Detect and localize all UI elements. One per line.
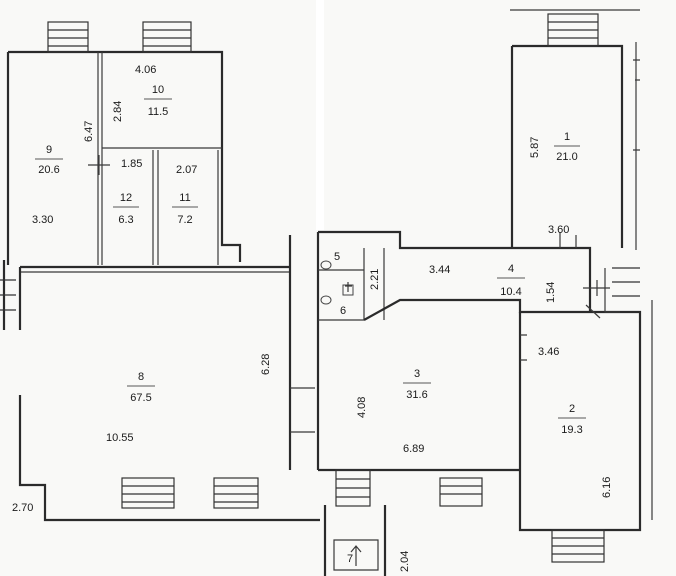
door-room1 — [559, 232, 577, 248]
svg-text:10: 10 — [152, 84, 164, 96]
dim-10-55: 10.55 — [106, 432, 134, 444]
svg-text:31.6: 31.6 — [406, 389, 427, 401]
dim-3-60: 3.60 — [548, 224, 569, 236]
svg-text:11: 11 — [179, 192, 190, 204]
stair-east — [612, 267, 640, 297]
svg-text:1: 1 — [564, 131, 570, 143]
dim-2-04: 2.04 — [399, 551, 411, 572]
stair-room2-bottom — [551, 529, 605, 563]
dim-3-30: 3.30 — [32, 214, 53, 226]
svg-text:2: 2 — [569, 403, 575, 415]
notch-mark — [88, 155, 110, 175]
ticks-east — [633, 59, 640, 151]
dimension-ticks — [345, 280, 610, 296]
svg-text:12: 12 — [120, 192, 132, 204]
svg-text:5: 5 — [334, 251, 340, 263]
wall-room12-11 — [152, 150, 159, 265]
room-label-7: 7 — [347, 553, 353, 565]
svg-text:67.5: 67.5 — [130, 392, 151, 404]
svg-text:10.4: 10.4 — [500, 286, 521, 298]
stair-room8-bottom-1 — [121, 477, 175, 509]
stair-room3-bottom-right — [439, 477, 483, 507]
dimension-labels: 4.06 2.84 6.47 1.85 2.07 3.30 6.28 10.55… — [12, 64, 613, 572]
svg-text:7.2: 7.2 — [177, 214, 192, 226]
svg-text:11.5: 11.5 — [148, 106, 169, 118]
stair-top-left-1 — [47, 21, 89, 53]
wall-room7 — [333, 539, 379, 571]
svg-text:7: 7 — [347, 553, 353, 565]
room-label-3: 3 31.6 — [403, 368, 431, 401]
door-room8-east — [290, 387, 315, 433]
room-label-6: 6 — [340, 305, 346, 317]
dim-3-46: 3.46 — [538, 346, 559, 358]
room-label-10: 10 11.5 — [144, 84, 172, 118]
room-label-9: 9 20.6 — [35, 144, 63, 176]
room-label-4: 4 10.4 — [497, 263, 525, 298]
svg-text:19.3: 19.3 — [561, 424, 582, 436]
dim-6-16: 6.16 — [601, 477, 613, 498]
wall-wc — [318, 248, 385, 321]
wall-room8-south — [18, 395, 320, 522]
door-room2 — [520, 304, 601, 361]
dim-1-85: 1.85 — [121, 158, 142, 170]
room-label-8: 8 67.5 — [127, 371, 155, 404]
dim-5-87: 5.87 — [529, 137, 541, 158]
dim-2-84: 2.84 — [112, 101, 124, 122]
stair-top-right — [547, 13, 599, 47]
wall-room2 — [518, 310, 642, 532]
dim-4-08: 4.08 — [356, 397, 368, 418]
room-label-11: 11 7.2 — [172, 192, 198, 226]
dim-6-89: 6.89 — [403, 443, 424, 455]
wall-corridor-top — [318, 230, 592, 312]
svg-text:21.0: 21.0 — [556, 151, 577, 163]
svg-text:6: 6 — [340, 305, 346, 317]
wall-east-entry — [604, 268, 620, 313]
wall-vestibule — [323, 505, 387, 576]
room-label-1: 1 21.0 — [554, 131, 580, 163]
entry-arrow-icon — [350, 545, 362, 566]
dim-3-44: 3.44 — [429, 264, 450, 276]
svg-text:8: 8 — [138, 371, 144, 383]
wall-room9-east — [97, 52, 103, 265]
dim-6-47: 6.47 — [83, 121, 95, 142]
svg-text:3: 3 — [414, 368, 420, 380]
stair-room8-bottom-2 — [213, 477, 259, 509]
svg-text:9: 9 — [46, 144, 52, 156]
room-label-2: 2 19.3 — [558, 403, 586, 436]
svg-text:20.6: 20.6 — [38, 164, 59, 176]
svg-text:6.3: 6.3 — [118, 214, 133, 226]
dim-1-54: 1.54 — [545, 282, 557, 303]
dim-2-21: 2.21 — [369, 269, 381, 290]
dim-2-07: 2.07 — [176, 164, 197, 176]
wall-room3-top — [363, 298, 590, 321]
left-block-walls — [2, 50, 320, 522]
dim-2-70: 2.70 — [12, 502, 33, 514]
dim-6-28: 6.28 — [260, 354, 272, 375]
dim-4-06: 4.06 — [135, 64, 156, 76]
stair-top-left-2 — [142, 21, 192, 53]
svg-text:4: 4 — [508, 263, 514, 275]
room-label-12: 12 6.3 — [113, 192, 139, 226]
room-label-5: 5 — [334, 251, 340, 263]
stair-room3-bottom — [335, 469, 371, 507]
paper-seam — [316, 0, 324, 230]
stair-left-side — [0, 279, 16, 311]
wall-left-top — [8, 50, 242, 262]
